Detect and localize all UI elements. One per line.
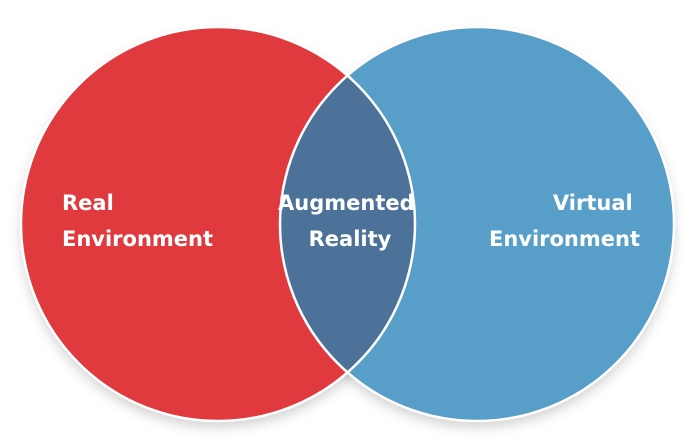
virtual-environment-label-line-2: Environment	[489, 227, 640, 251]
augmented-reality-label: Augmented Reality	[278, 191, 422, 251]
augmented-reality-intersection	[280, 27, 415, 421]
left-circle-outline	[19, 25, 417, 423]
virtual-environment-label: Virtual Environment	[489, 191, 640, 251]
real-environment-label-line-1: Real	[62, 191, 114, 215]
real-environment-label: Real Environment	[62, 191, 213, 251]
right-circle-outline	[278, 25, 676, 423]
virtual-environment-label-line-1: Virtual	[553, 191, 633, 215]
augmented-reality-label-line-1: Augmented	[278, 191, 415, 215]
real-environment-label-line-2: Environment	[62, 227, 213, 251]
augmented-reality-label-line-2: Reality	[309, 227, 392, 251]
